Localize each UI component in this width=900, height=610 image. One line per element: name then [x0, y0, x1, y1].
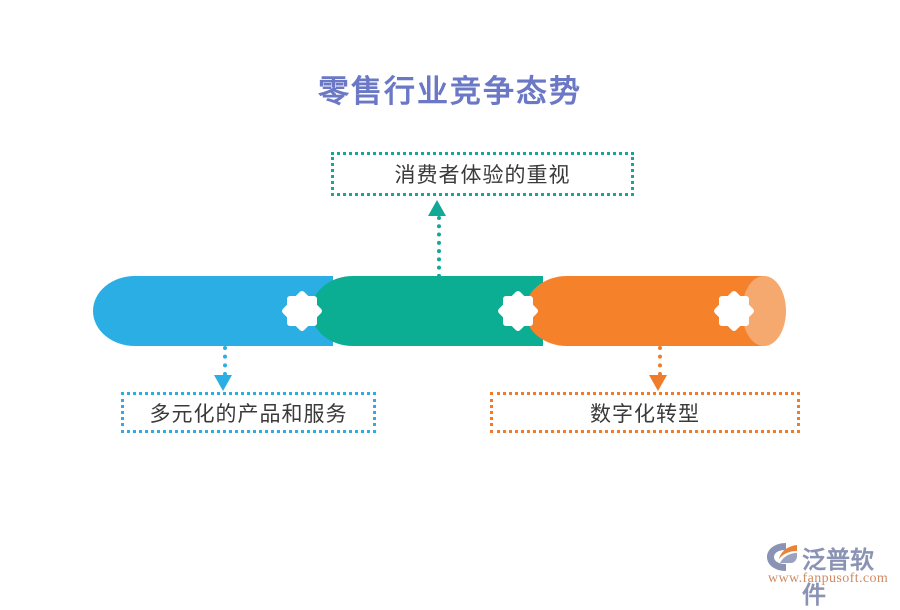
cylinder-bar [93, 276, 786, 346]
eight-point-star-icon [503, 296, 533, 326]
callout-consumer-experience[interactable]: 消费者体验的重视 [331, 152, 634, 196]
fanpu-logo-mark-icon [767, 543, 797, 571]
callout-label: 多元化的产品和服务 [149, 401, 348, 426]
callout-label: 消费者体验的重视 [394, 163, 571, 187]
callout-digital-transformation[interactable]: 数字化转型 [490, 392, 800, 433]
segment-orange[interactable] [525, 276, 786, 346]
arrow-head-down-icon [214, 375, 232, 391]
dotted-line [658, 346, 662, 376]
eight-point-star-icon [719, 296, 749, 326]
callout-label: 数字化转型 [590, 401, 700, 426]
dotted-line [437, 216, 441, 278]
page-title: 零售行业竞争态势 [318, 74, 582, 109]
brand-logo: 泛普软件 www.fanpusoft.com [766, 540, 892, 609]
eight-point-star-icon [287, 296, 317, 326]
logo-url: www.fanpusoft.com [768, 571, 889, 586]
callout-diverse-products[interactable]: 多元化的产品和服务 [121, 392, 376, 433]
dotted-line [223, 346, 227, 376]
arrow-head-down-icon [649, 375, 667, 391]
arrow-head-up-icon [428, 200, 446, 216]
